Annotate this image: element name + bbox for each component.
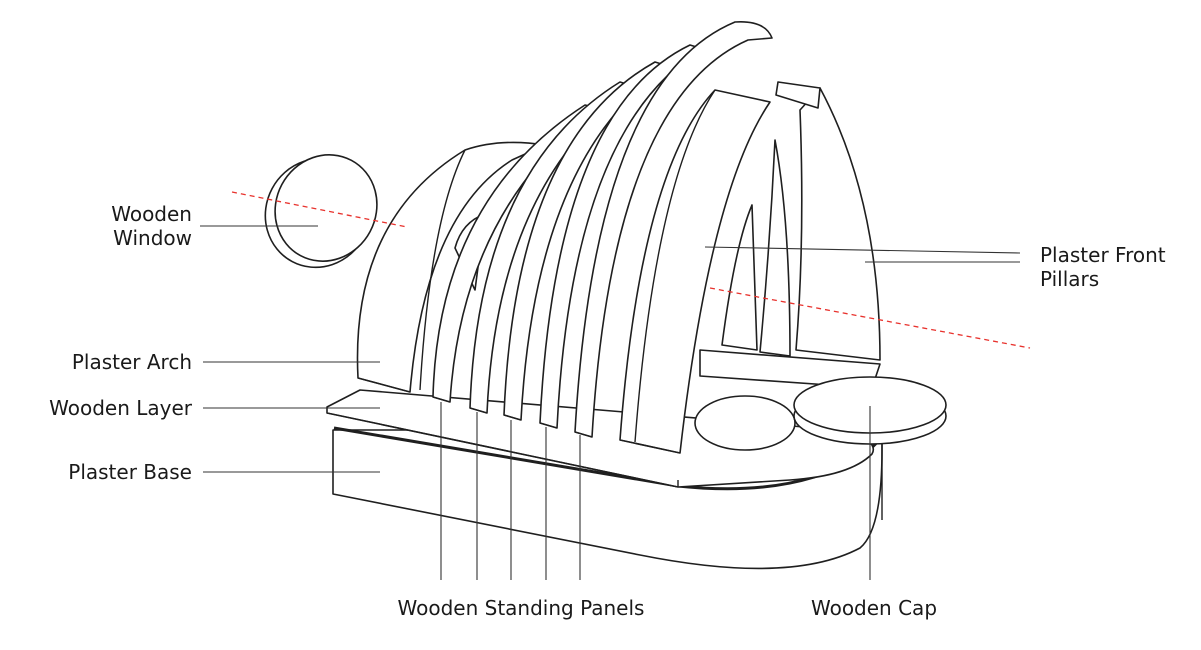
label-wooden-standing-panels: Wooden Standing Panels [398,596,645,620]
label-plaster-arch: Plaster Arch [72,350,192,374]
label-plaster-base: Plaster Base [68,460,192,484]
label-wooden-cap: Wooden Cap [811,596,937,620]
label-wooden-window-line1: Wooden [111,202,192,226]
label-wooden-window-line2: Window [113,226,192,250]
label-wooden-layer: Wooden Layer [49,396,193,420]
alignment-axes [232,192,1030,348]
label-plaster-front-pillars-line1: Plaster Front [1040,243,1166,267]
label-plaster-front-pillars-line2: Pillars [1040,267,1099,291]
